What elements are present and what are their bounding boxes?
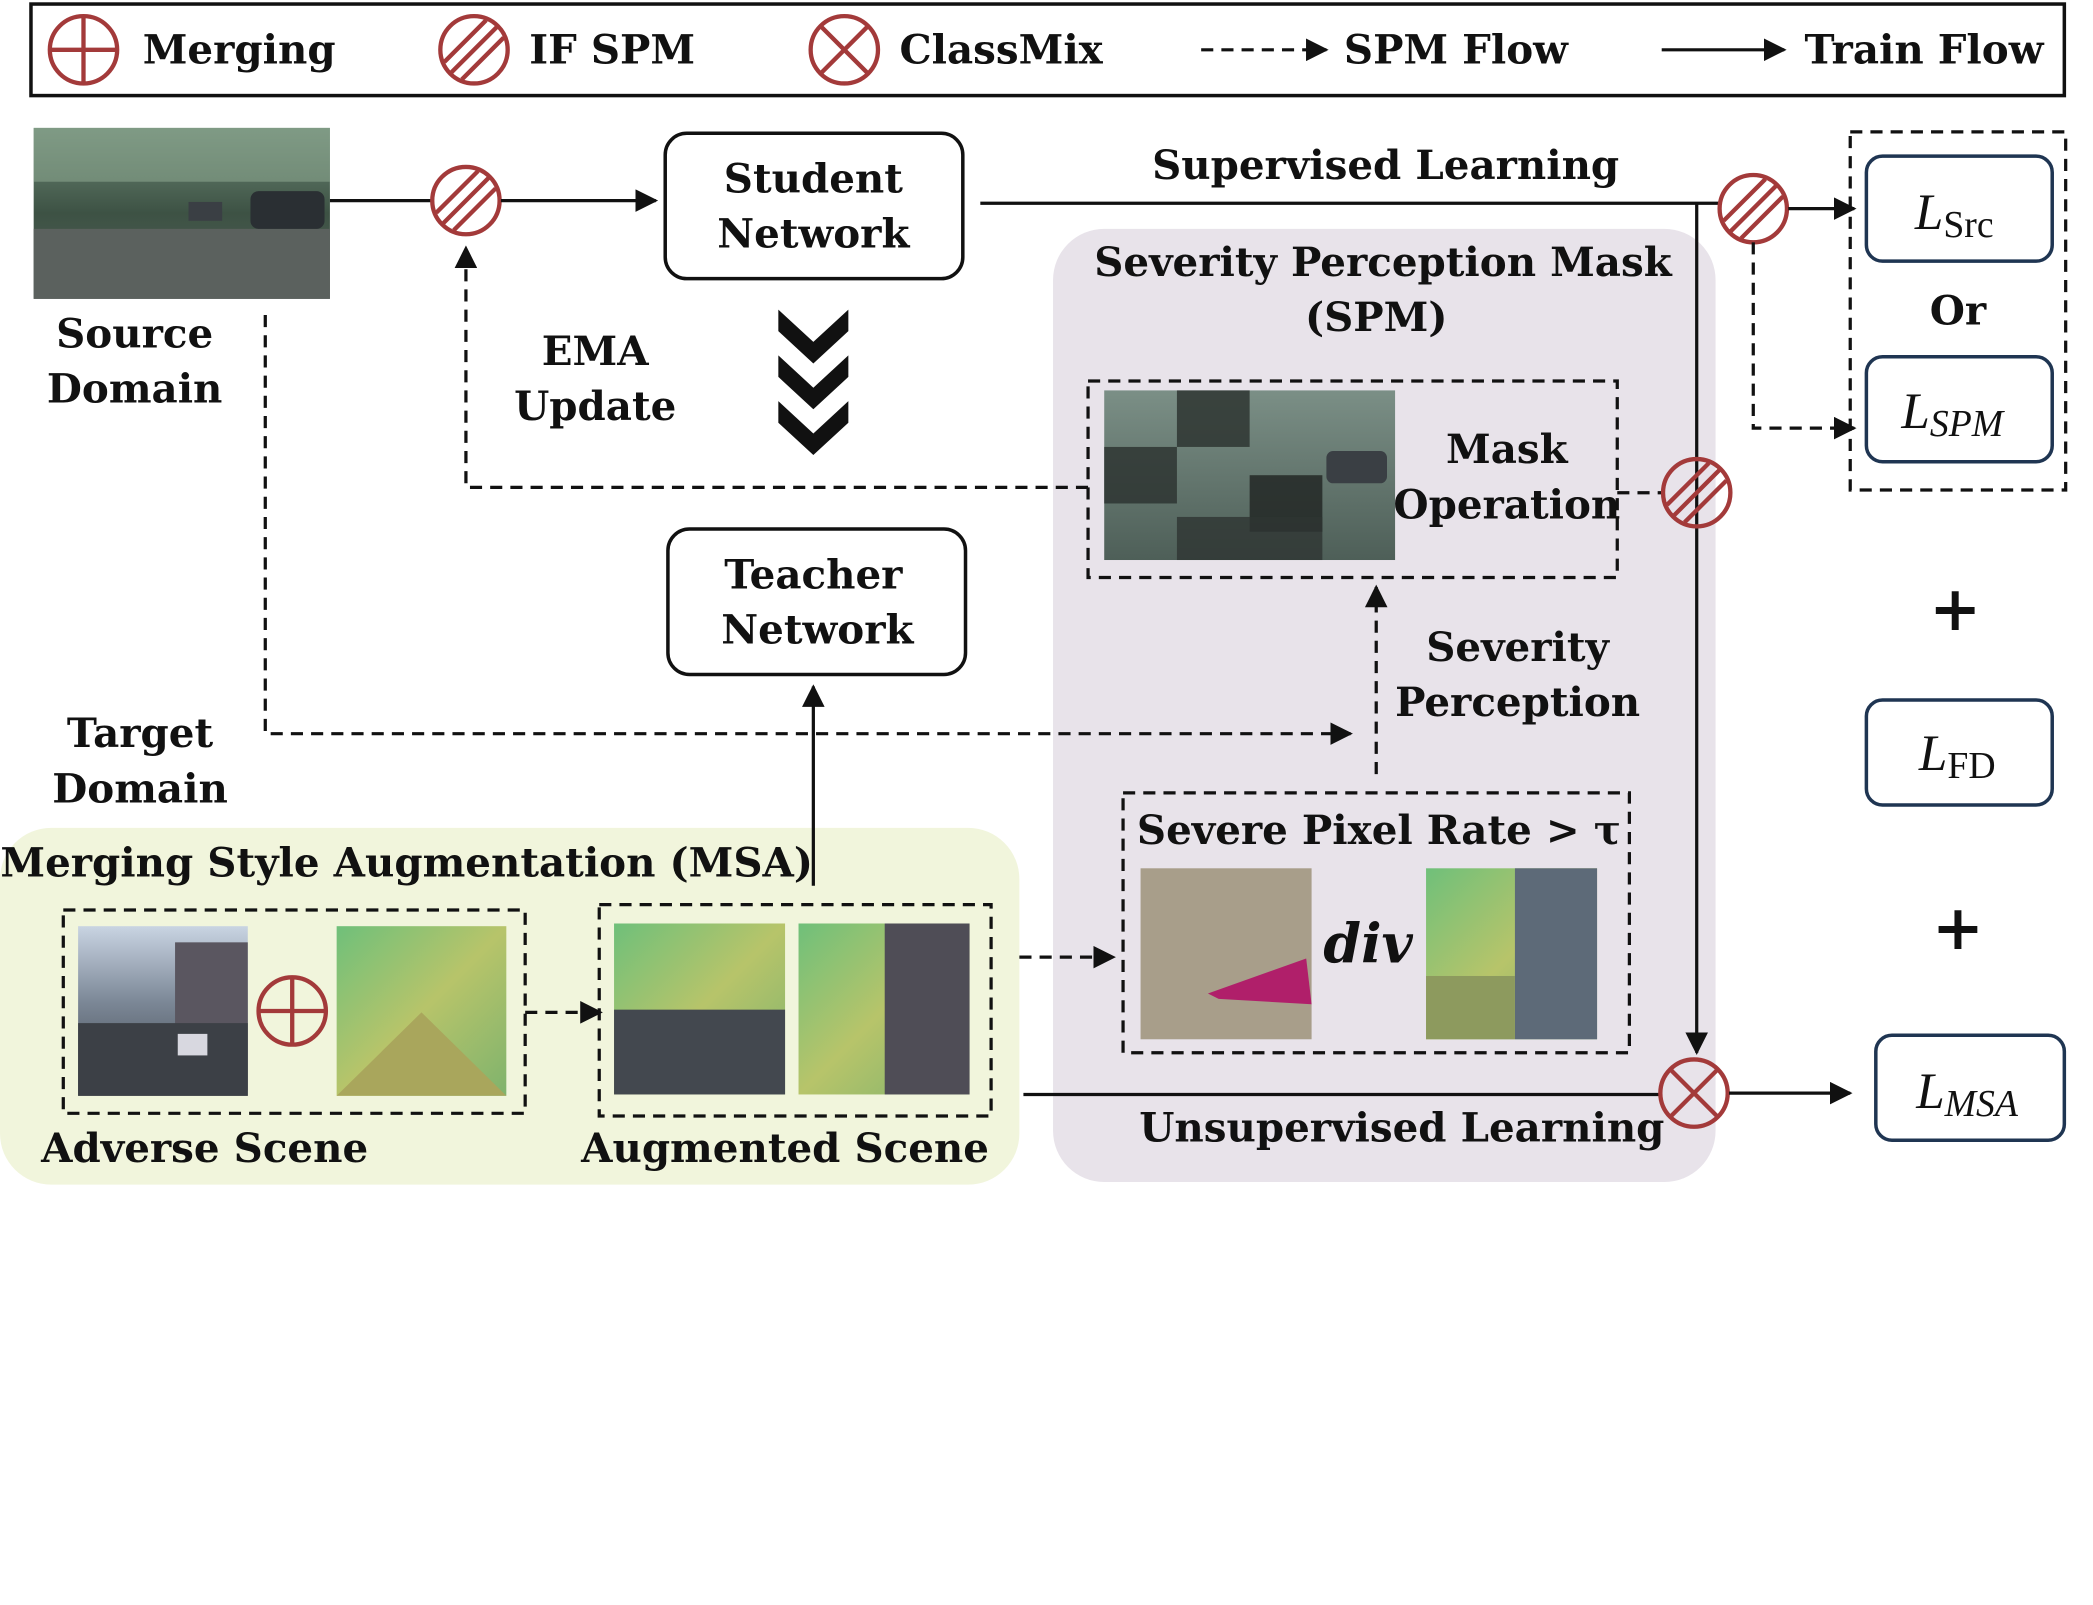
stylized-scene-image [1426,868,1598,1040]
plus-sign-1: + [1929,572,1981,645]
ema-label-line2: Update [514,382,676,430]
if-spm-symbol-icon [1717,172,1790,245]
mask-operation-label-line1: Mask [1446,425,1569,473]
loss-spm-label: LSPM [1900,383,2005,445]
teacher-network-box [666,527,968,677]
merging-symbol-icon [256,975,329,1047]
loss-msa-box [1874,1033,2067,1142]
style-scene-image [336,926,507,1096]
source-to-severity-flow [263,315,1353,745]
loss-src-box [1864,154,2054,263]
augmented-scene-box [597,903,993,1118]
to-lspm-arrow [1751,242,1857,440]
mask-operation-box [1086,379,1619,580]
mask-to-if-spm-flow [454,245,1089,489]
severity-map-image [1140,868,1312,1040]
ema-chevrons-icon [778,309,849,456]
teacher-network-label-line1: Teacher [724,550,903,598]
loss-fd-box [1864,698,2054,807]
legend-if-spm-label: IF SPM [529,25,695,73]
legend-classmix-label: ClassMix [900,25,1104,73]
augmented-scene-label: Augmented Scene [580,1124,989,1172]
classmix-symbol-icon [808,14,881,86]
msa-panel-title: Merging Style Augmentation (MSA) [0,838,813,886]
merging-symbol-icon [47,14,120,86]
unsupervised-learning-label: Unsupervised Learning [1139,1104,1664,1152]
loss-msa-label: LMSA [1915,1063,2019,1125]
student-network-label-line2: Network [717,210,910,258]
msa-panel [0,827,1020,1185]
framework-diagram: Merging IF SPM ClassMix SPM Flow Train F… [0,2,2068,1185]
classmix-symbol-icon [1658,1057,1730,1129]
source-domain-label-line2: Domain [47,365,223,413]
loss-spm-box [1864,354,2054,464]
plus-sign-2: + [1932,891,1984,964]
severe-pixel-rate-label: Severe Pixel Rate > τ [1137,806,1621,854]
spm-panel-title-line2: (SPM) [1305,293,1447,341]
adverse-scene-image [78,926,248,1096]
loss-choice-box [1848,130,2068,492]
legend-spm-flow-label: SPM Flow [1344,25,1569,73]
if-spm-symbol-icon [430,164,502,237]
teacher-network-label-line2: Network [721,605,914,653]
student-network-label-line1: Student [724,155,903,203]
target-domain-label-line1: Target [67,709,214,757]
legend-train-flow-label: Train Flow [1804,25,2044,73]
ema-label-line1: EMA [542,327,649,375]
loss-fd-label: LFD [1918,725,1996,787]
source-domain-image [33,127,330,299]
if-spm-symbol-icon [438,14,510,86]
augmented-scene-image-2 [798,923,970,1095]
legend: Merging IF SPM ClassMix SPM Flow Train F… [29,2,2067,98]
loss-src-label: LSrc [1914,184,1994,246]
severity-perception-label-line1: Severity [1426,623,1610,671]
masked-image [1104,390,1396,561]
severe-pixel-rate-box [1121,791,1632,1055]
div-label: div [1323,912,1413,976]
adverse-scene-box [61,908,527,1115]
or-label: Or [1930,286,1987,334]
student-network-box [663,131,965,281]
spm-panel-title-line1: Severity Perception Mask [1094,238,1673,286]
mask-operation-label-line2: Operation [1393,480,1620,528]
supervised-learning-label: Supervised Learning [1152,141,1619,189]
severity-perception-label-line2: Perception [1395,678,1640,726]
adverse-scene-label: Adverse Scene [40,1124,368,1172]
augmented-scene-image-1 [614,923,786,1095]
target-domain-label-line2: Domain [52,764,228,812]
legend-merging-label: Merging [143,25,336,73]
source-domain-label-line1: Source [56,309,213,357]
if-spm-symbol-icon [1660,456,1733,529]
